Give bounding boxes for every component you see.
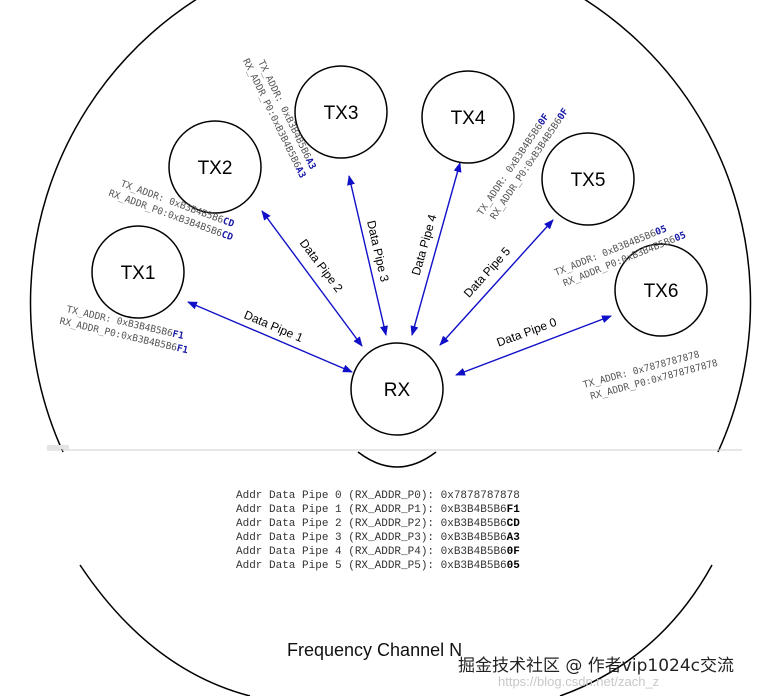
data-pipe-2-arrow <box>261 210 363 347</box>
data-pipe-4-label: Data Pipe 4 <box>409 213 440 277</box>
tx6-label: TX6 <box>644 281 679 302</box>
data-pipe-3-label: Data Pipe 3 <box>364 219 392 284</box>
data-pipe-3-arrow <box>347 175 388 336</box>
tx3-label: TX3 <box>324 103 359 124</box>
rx-lower-arc <box>357 451 437 468</box>
data-pipe-0-arrow <box>455 315 612 376</box>
rx-address-row: Addr Data Pipe 3 (RX_ADDR_P3): 0xB3B4B5B… <box>236 532 520 544</box>
data-pipe-2-label: Data Pipe 2 <box>297 236 346 295</box>
rx-label: RX <box>384 380 411 401</box>
tx2-node <box>168 120 262 214</box>
data-pipe-4-arrow <box>410 162 462 336</box>
data-pipe-1-arrow <box>187 301 353 373</box>
tx3-node <box>294 65 388 159</box>
watermark-url: https://blog.csdn.net/zach_z <box>498 674 659 689</box>
rx-address-row: Addr Data Pipe 1 (RX_ADDR_P1): 0xB3B4B5B… <box>236 504 520 516</box>
rx-address-table: Addr Data Pipe 0 (RX_ADDR_P0): 0x7878787… <box>236 490 520 572</box>
crop-edge <box>47 445 69 449</box>
tx6-node <box>614 243 708 337</box>
data-pipe-0-label: Data Pipe 0 <box>495 315 559 350</box>
rx-address-row: Addr Data Pipe 5 (RX_ADDR_P5): 0xB3B4B5B… <box>236 560 520 572</box>
tx1-node <box>91 225 185 319</box>
tx5-label: TX5 <box>571 170 606 191</box>
tx2-label: TX2 <box>198 158 233 179</box>
rx-address-row: Addr Data Pipe 2 (RX_ADDR_P2): 0xB3B4B5B… <box>236 518 520 530</box>
frequency-channel-label: Frequency Channel N <box>287 640 462 660</box>
tx1-label: TX1 <box>121 263 156 284</box>
rx-address-row: Addr Data Pipe 0 (RX_ADDR_P0): 0x7878787… <box>236 490 520 502</box>
frequency-channel-circle <box>29 0 752 453</box>
rx-address-row: Addr Data Pipe 4 (RX_ADDR_P4): 0xB3B4B5B… <box>236 546 520 558</box>
tx4-node <box>421 70 515 164</box>
frequency-channel-circle-lower-right <box>559 564 713 696</box>
rx-node <box>350 342 444 436</box>
frequency-channel-circle-lower <box>79 564 251 696</box>
watermark-text: 掘金技术社区 @ 作者vip1024c交流 <box>458 656 734 676</box>
tx6-address: TX_ADDR: 0x7878787878 RX_ADDR_P0:0x78787… <box>582 349 719 402</box>
tx4-label: TX4 <box>451 108 486 129</box>
tx5-node <box>541 132 635 226</box>
data-pipe-1-label: Data Pipe 1 <box>242 308 305 346</box>
